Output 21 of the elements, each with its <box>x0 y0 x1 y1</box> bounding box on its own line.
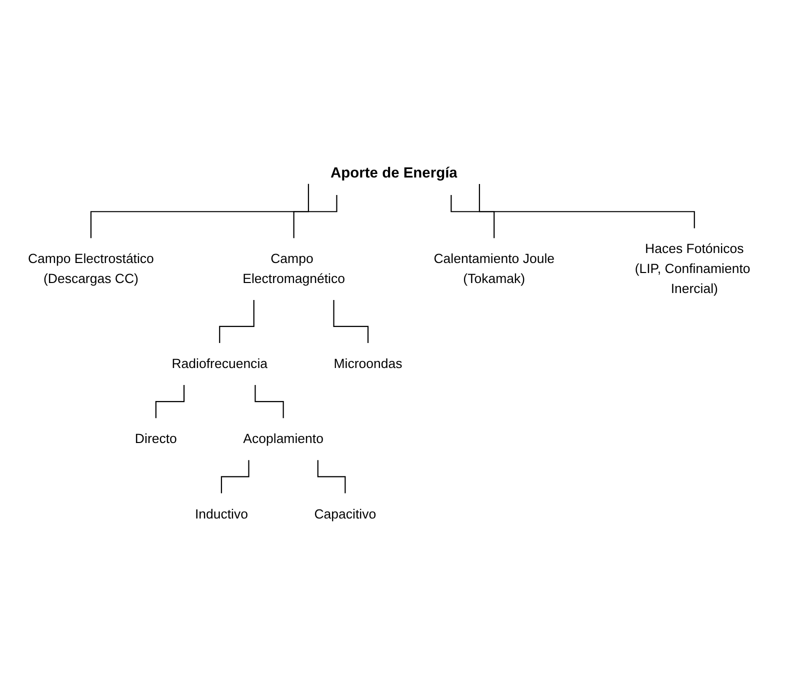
node-text: Campo Electromagnético <box>242 252 346 286</box>
connector <box>254 385 284 420</box>
connector <box>220 460 250 494</box>
connector <box>450 196 495 240</box>
node-text: Aporte de Energía <box>330 165 458 182</box>
connector <box>90 184 310 240</box>
node-text: Microondas <box>334 356 402 372</box>
node-text: Capacitivo <box>314 506 376 522</box>
connector <box>478 184 695 230</box>
node-text: Directo <box>134 432 177 447</box>
node-text: Haces Fotónicos (LIP, Confinamiento Inercial) <box>634 242 750 296</box>
node-text: Inductivo <box>194 506 248 522</box>
node-text: Campo Electrostático (Descargas CC) <box>28 252 154 286</box>
connector <box>293 196 338 240</box>
node-text: Acoplamiento <box>243 432 324 447</box>
connector <box>333 300 369 344</box>
connector <box>219 300 254 344</box>
node-text: Radiofrecuencia <box>172 356 268 372</box>
connector <box>155 385 185 420</box>
node-text: Calentamiento Joule (Tokamak) <box>434 252 555 286</box>
connector <box>317 460 346 494</box>
